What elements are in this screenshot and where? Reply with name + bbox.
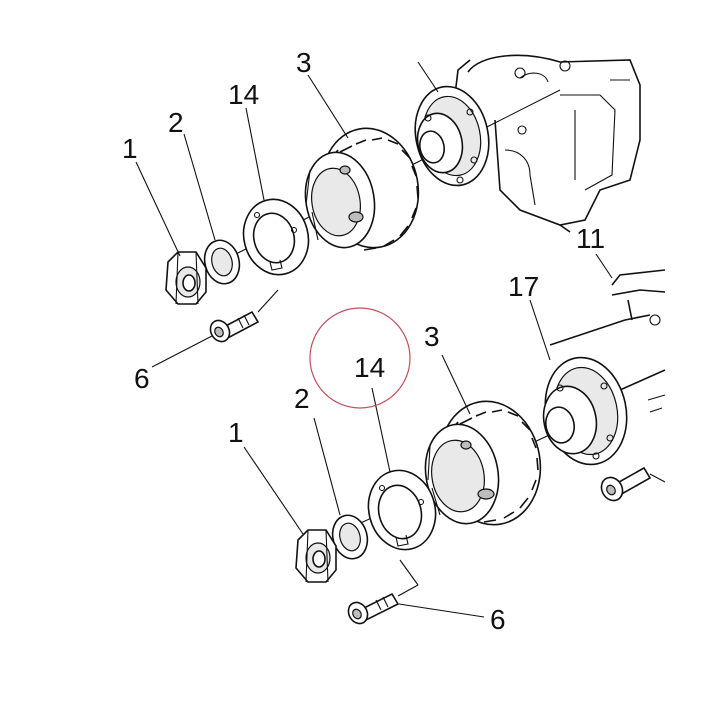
highlight-circle [309, 307, 411, 409]
lower-plate [367, 469, 437, 551]
lower-washer [331, 514, 369, 560]
lower-nut [295, 529, 337, 583]
upper-bolt-path-line [257, 289, 279, 313]
upper-hub-flange [414, 85, 490, 187]
lower-bolt-path-line [397, 584, 419, 597]
side-bolt [600, 466, 666, 502]
callout-upper-bolt: 6 [134, 363, 150, 394]
lower-bolt-path-line-2 [399, 559, 419, 586]
upper-washer [203, 239, 241, 285]
callout-upper-washer: 2 [168, 107, 184, 138]
lower-sprocket [424, 400, 542, 526]
leader-lines [135, 61, 613, 618]
upper-sprocket [304, 127, 420, 251]
callout-lower-washer: 2 [294, 383, 310, 414]
lower-hub-flange [542, 356, 628, 466]
callout-hub: 17 [508, 271, 539, 302]
callout-lower-nut: 1 [228, 417, 244, 448]
callout-upper-nut: 1 [122, 133, 138, 164]
upper-bolt [209, 310, 260, 343]
engine-housing [454, 54, 641, 233]
callout-lower-sprocket: 3 [424, 321, 440, 352]
lower-bolt [347, 592, 400, 625]
upper-plate [242, 198, 310, 276]
callout-upper-plate: 14 [228, 79, 259, 110]
callout-upper-sprocket: 3 [296, 47, 312, 78]
bracket [549, 269, 666, 413]
callout-lower-bolt: 6 [490, 604, 506, 635]
callout-bracket: 11 [576, 223, 605, 254]
upper-nut [165, 251, 207, 305]
callout-lower-plate: 14 [354, 352, 385, 383]
